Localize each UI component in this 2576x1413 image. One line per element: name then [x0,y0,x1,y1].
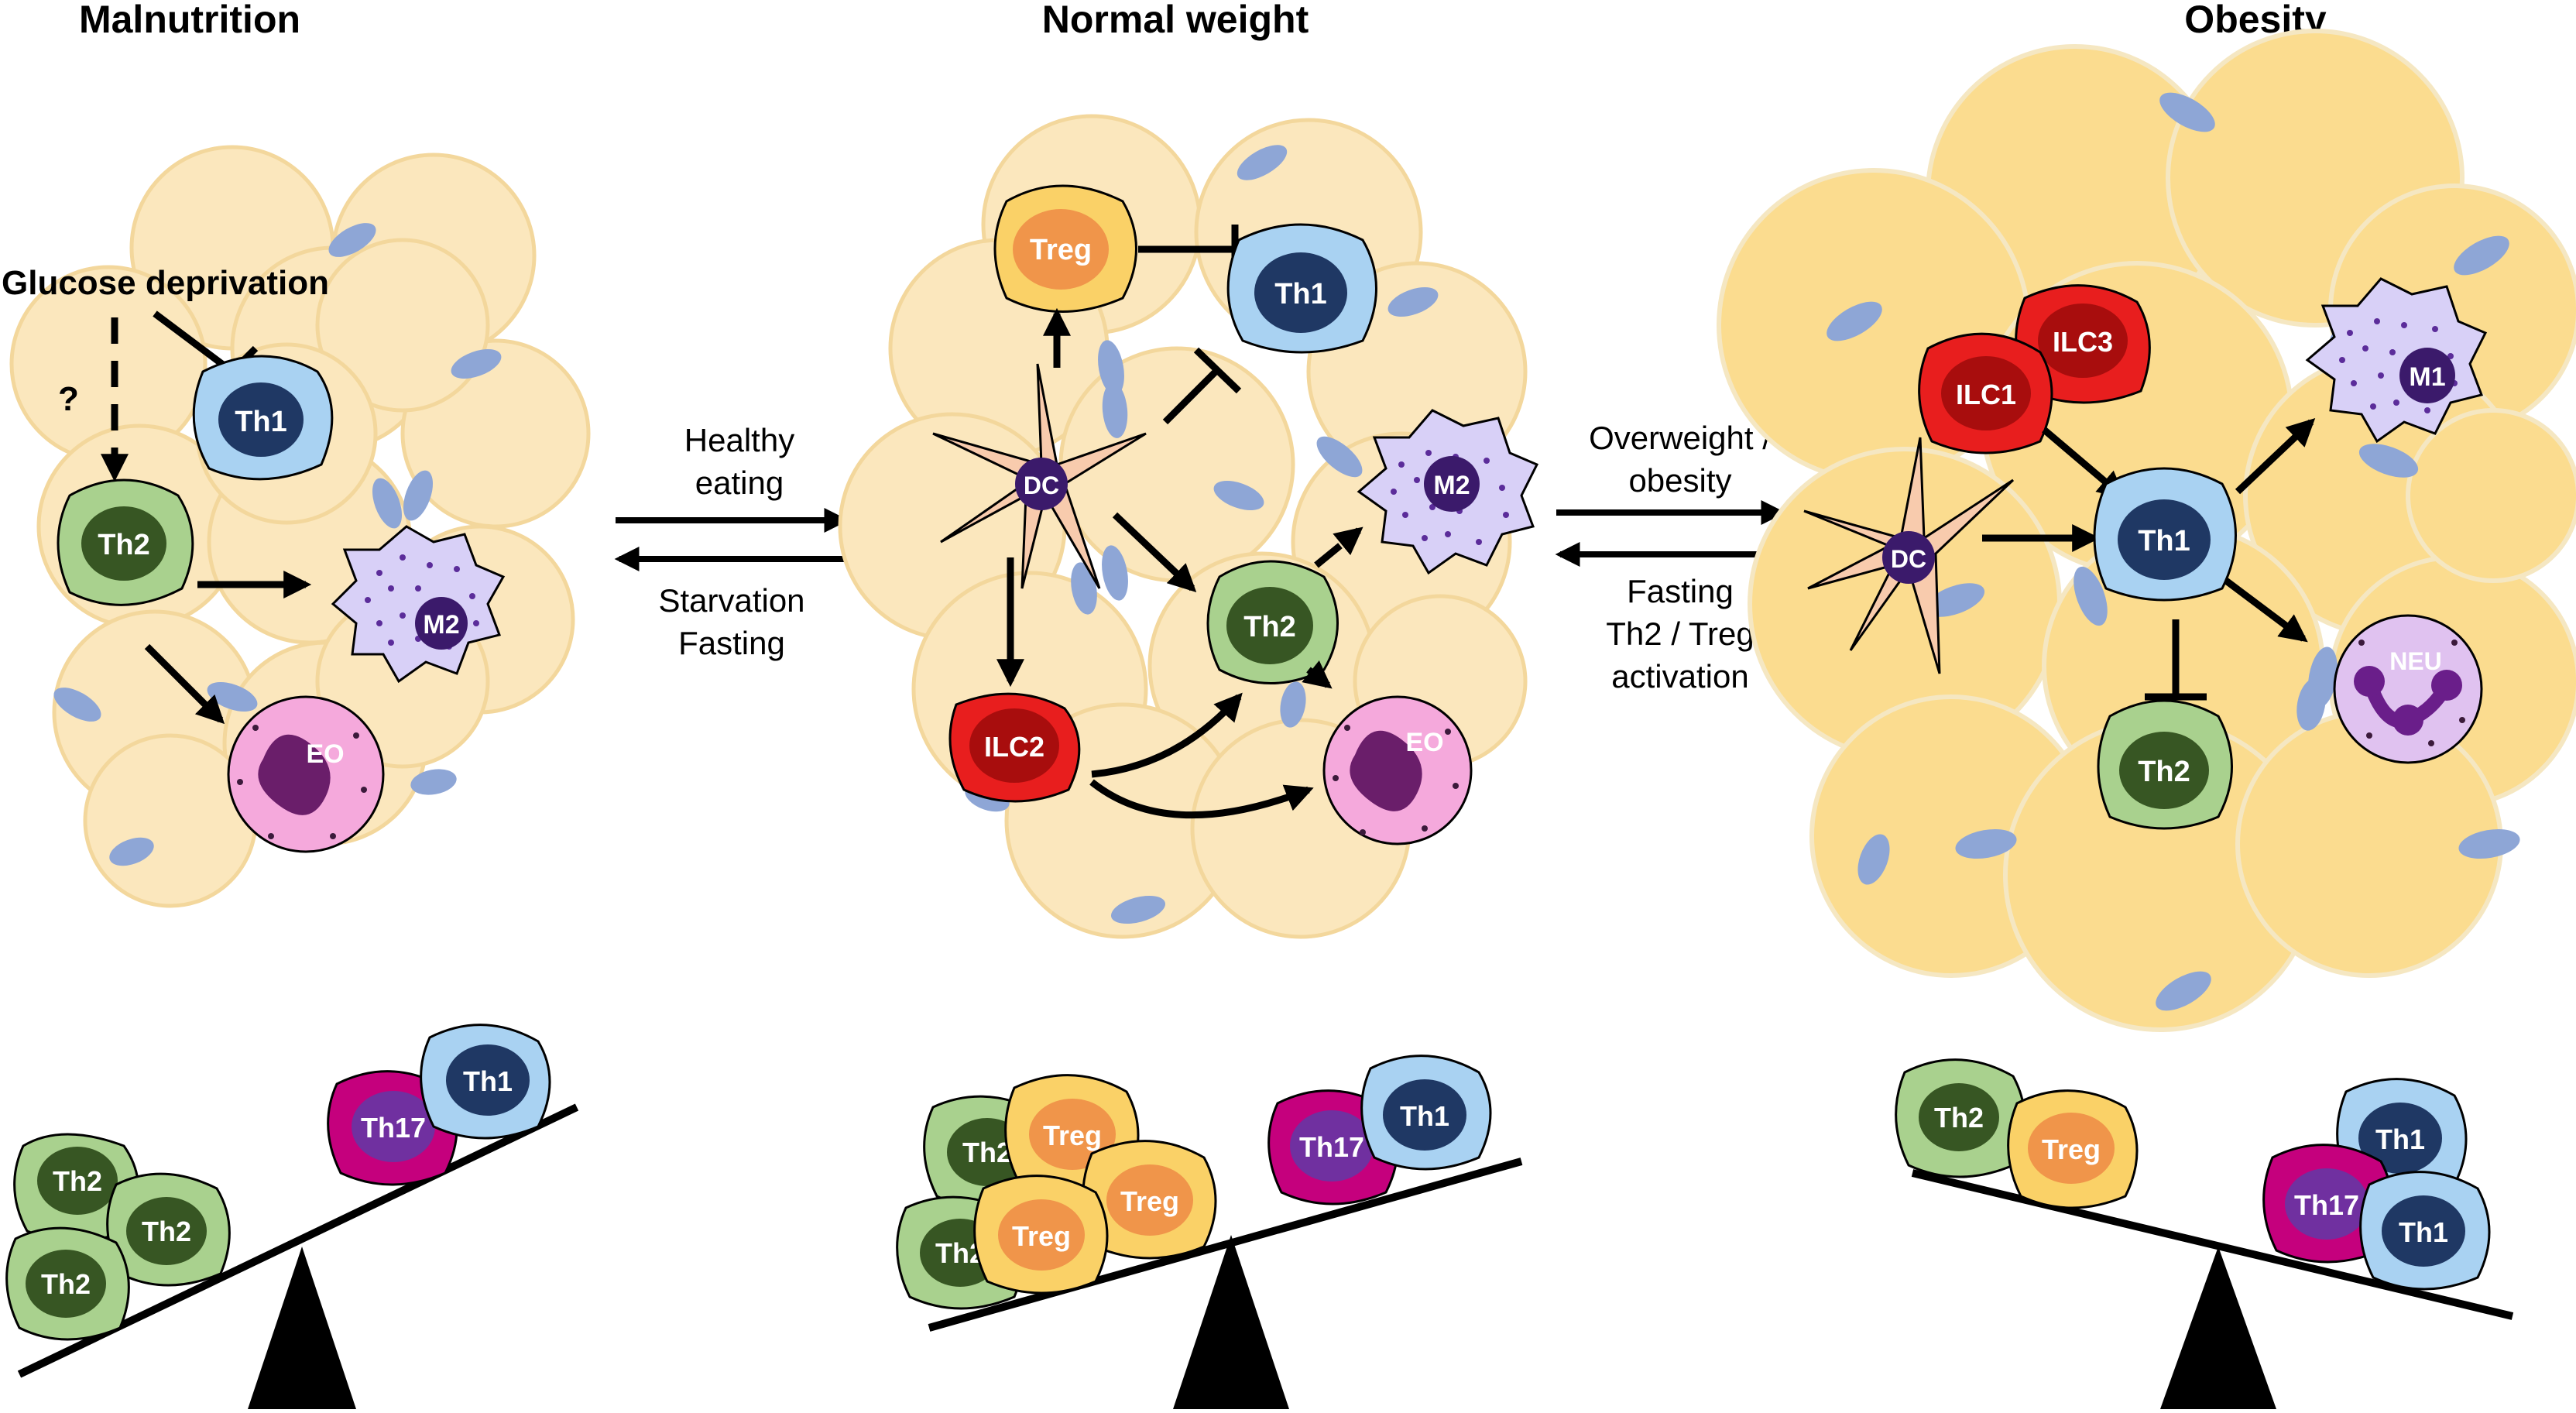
transition-fasting-line3: activation [1611,658,1748,694]
scale-normal-right-cells: Th17 Th1 [1267,1055,1492,1206]
th2-label-malnutrition: Th2 [98,529,150,561]
scale-obesity [1911,1169,2514,1409]
eosinophil-normal: EO [1322,695,1473,845]
th2-cell-malnutrition: Th2 [57,478,194,606]
scale-th17-malnutrition: Th17 [361,1112,426,1144]
scale-th17-normal: Th17 [1299,1131,1364,1163]
scale-th2-1: Th2 [53,1165,102,1197]
header-normal-weight: Normal weight [1042,0,1309,41]
dendritic-cell-normal: DC [932,363,1147,589]
header-malnutrition: Malnutrition [79,0,300,41]
scale-th1-normal: Th1 [1400,1100,1449,1132]
ilc3-label-obesity: ILC3 [2053,326,2113,358]
arrow-ilc2-to-th2 [1091,692,1243,778]
m2-macrophage-malnutrition: M2 [331,525,506,684]
transition-starvation-line1: Starvation [658,582,804,619]
dc-label-normal: DC [1024,472,1059,499]
th1-scale-cell: Th1 [2359,1171,2491,1291]
m2-macrophage-normal: M2 [1357,409,1539,575]
scale-normal [928,1157,1523,1409]
th2-label-normal: Th2 [1243,611,1296,643]
th1-cell-obesity: Th1 [2093,467,2237,602]
treg-cell-normal: Treg [993,184,1137,313]
scale-th2-2: Th2 [142,1216,191,1247]
scale-treg-obesity: Treg [2042,1133,2101,1165]
transition-starvation-line2: Fasting [678,625,785,661]
arrow-th1-to-m1 [2235,418,2316,495]
th2-cell-obesity: Th2 [2097,699,2233,830]
th1-cell-normal: Th1 [1226,223,1377,354]
transition-overweight-line1: Overweight / [1589,420,1772,456]
th1-label-malnutrition: Th1 [235,406,287,438]
scale-treg-normal-1: Treg [1043,1120,1102,1151]
treg-label-normal: Treg [1030,234,1092,266]
th1-scale-cell: Th1 [1360,1055,1492,1171]
arrow-ilc2-to-eo [1089,779,1314,819]
inhibit-th1-th2-obesity [2145,619,2207,701]
ilc1-cell-obesity: ILC1 [1918,332,2053,454]
dc-label-obesity: DC [1891,545,1926,573]
th1-label-normal: Th1 [1274,278,1327,310]
arrow-th1-to-neu [2224,578,2308,643]
scale-th1-malnutrition: Th1 [463,1065,513,1097]
scale-th2-obesity: Th2 [1934,1102,1984,1133]
scale-th17-obesity: Th17 [2294,1189,2359,1221]
m2-label-malnutrition: M2 [423,610,459,640]
th2-label-obesity: Th2 [2138,756,2190,788]
arrow-dc-to-th2 [1112,512,1197,592]
neutrophil-obesity: NEU [2333,614,2483,764]
scale-th1-obesity-1: Th1 [2375,1123,2425,1155]
th2-scale-cell: Th2 [106,1172,231,1287]
eo-label-malnutrition: EO [306,739,344,769]
m1-label-obesity: M1 [2409,362,2445,392]
eo-label-normal: EO [1405,728,1443,757]
ilc2-cell-normal: ILC2 [948,692,1081,803]
arrow-th2-to-m2-normal [1314,526,1363,568]
transition-fasting-line2: Th2 / Treg [1606,616,1754,652]
question-mark: ? [58,380,79,418]
arrow-th2-to-eo-normal [1302,660,1333,689]
scale-obesity-left-cells: Th2 Treg [1895,1058,2139,1209]
m1-macrophage-obesity: M1 [2305,277,2488,444]
th2-scale-cell: Th2 [1895,1058,2026,1178]
m2-label-normal: M2 [1433,471,1470,500]
scale-malnutrition-right-cells: Th17 Th1 [327,1024,551,1186]
scale-obesity-right-cells: Th1 Th17 Th1 [2262,1078,2491,1291]
transition-fasting-line1: Fasting [1627,573,1734,609]
treg-scale-cell: Treg [1082,1140,1217,1260]
scale-treg-normal-2: Treg [1120,1185,1179,1217]
arrow-th2-to-eo-malnutrition [144,643,225,725]
ilc1-label-obesity: ILC1 [1956,379,2016,410]
scale-normal-left-cells: Th2 Th2 Treg Treg Treg [896,1074,1217,1310]
scale-malnutrition-left-cells: Th2 Th2 Th2 [5,1133,231,1341]
treg-scale-cell: Treg [2007,1089,2139,1209]
th1-scale-cell: Th1 [420,1024,551,1140]
glucose-deprivation-label: Glucose deprivation [2,264,329,302]
scale-th2-normal-1: Th2 [962,1137,1012,1168]
scale-th2-3: Th2 [41,1268,91,1300]
th1-cell-malnutrition: Th1 [192,355,334,481]
neu-label-obesity: NEU [2389,647,2442,675]
transition-overweight-line2: obesity [1628,462,1731,499]
th2-cell-normal: Th2 [1206,560,1339,684]
adipocyte-nuclei-malnutrition [53,223,502,866]
th2-scale-cell: Th2 [5,1226,130,1341]
scale-treg-normal-3: Treg [1012,1220,1071,1252]
th1-label-obesity: Th1 [2138,525,2190,557]
treg-scale-cell: Treg [973,1175,1109,1295]
adipocyte-nuclei-normal [965,145,1439,924]
transition-healthy-line1: Healthy [684,422,794,458]
transition-healthy-line2: eating [695,465,784,501]
eosinophil-malnutrition: EO [227,695,385,853]
dendritic-cell-obesity: DC [1803,437,2015,674]
scale-th1-obesity-2: Th1 [2399,1216,2448,1248]
ilc2-label-normal: ILC2 [984,731,1044,763]
inhibit-dc-th1 [1162,347,1242,425]
